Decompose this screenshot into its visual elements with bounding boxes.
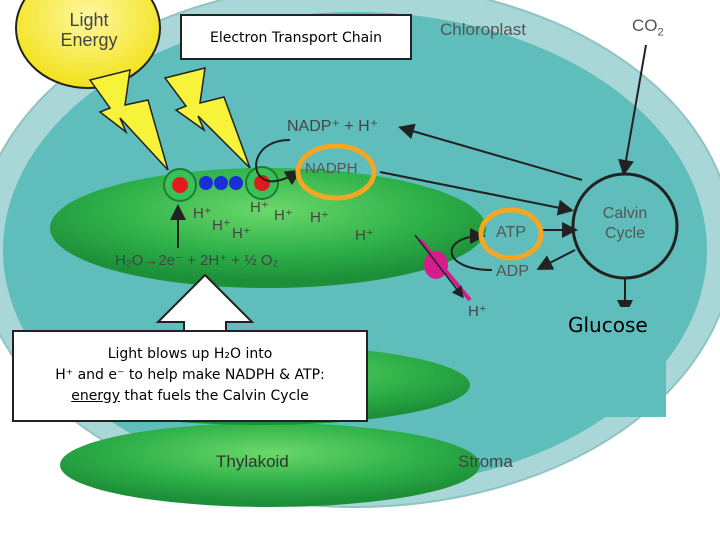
proton-label: H⁺	[310, 209, 329, 226]
sun-light-energy	[15, 0, 161, 89]
proton-label: H⁺	[250, 199, 269, 216]
arrow-nadp-loop	[255, 139, 291, 179]
nadph-label: NADPH	[305, 160, 358, 177]
proton-out-label: H⁺	[468, 303, 487, 320]
co2-sub: 2	[657, 26, 664, 39]
callout-line3-rest: that fuels the Calvin Cycle	[119, 388, 309, 404]
adp-label: ADP	[496, 263, 529, 280]
stroma-label: Stroma	[458, 452, 513, 471]
thylakoid-disc-main	[50, 168, 486, 288]
sun-label-line1: Light	[69, 10, 109, 30]
sun-label-line2: Energy	[60, 30, 118, 50]
proton-label: H⁺	[274, 207, 293, 224]
co2-label: CO2	[632, 16, 664, 38]
callout-underlined-word: energy	[71, 388, 120, 404]
proton-label: H⁺	[212, 217, 231, 234]
arrow-calvin-to-adp	[536, 249, 576, 270]
reaction-center-left	[172, 177, 188, 193]
highlight-ring-atp	[478, 207, 544, 261]
sun-label: Light Energy	[58, 10, 120, 50]
glucose-label: Glucose	[568, 313, 648, 337]
arrow-proton-through-synthase	[414, 234, 464, 299]
electron-carrier	[229, 176, 243, 190]
arrow-co2-to-calvin	[618, 44, 647, 176]
nadp-label: NADP⁺ + H⁺	[287, 118, 379, 135]
arrow-adp-to-atp-loop	[450, 228, 493, 271]
atp-label: ATP	[496, 224, 526, 241]
lightning-bolt-right	[163, 67, 251, 169]
calvin-line1: Calvin	[602, 205, 648, 222]
arrow-loop-to-nadph	[261, 169, 302, 186]
title-box-text: Electron Transport Chain	[209, 30, 382, 46]
arrow-calvin-to-nadp	[398, 123, 583, 181]
lightning-bolt-left	[88, 69, 169, 171]
reaction-center-right	[254, 175, 270, 191]
arrow-nadph-to-calvin	[379, 171, 574, 216]
calvin-cycle-label: Calvin Cycle	[590, 204, 660, 244]
callout-line1: Light blows up H₂O into	[107, 346, 273, 362]
chloroplast-label: Chloroplast	[440, 20, 526, 39]
proton-label: H⁺	[193, 205, 212, 222]
glucose-box: Glucose	[494, 307, 666, 417]
callout-line2: H⁺ and e⁻ to help make NADPH & ATP:	[55, 367, 325, 383]
calvin-line2: Cycle	[604, 225, 645, 242]
electron-carrier	[214, 176, 228, 190]
callout-box: Light blows up H₂O into H⁺ and e⁻ to hel…	[12, 330, 368, 422]
title-box-electron-transport-chain: Electron Transport Chain	[180, 14, 412, 60]
proton-label: H⁺	[355, 227, 374, 244]
thylakoid-disc-bottom	[60, 423, 480, 507]
water-split-equation: H₂O→2e⁻ + 2H⁺ + ½ O₂	[115, 252, 279, 269]
atp-synthase	[424, 251, 448, 279]
proton-label: H⁺	[232, 225, 251, 242]
co2-main: CO	[632, 16, 658, 35]
highlight-ring-nadph	[295, 143, 377, 201]
electron-carrier	[199, 176, 213, 190]
callout-line3: energy that fuels the Calvin Cycle	[14, 386, 366, 407]
thylakoid-label: Thylakoid	[216, 452, 289, 471]
